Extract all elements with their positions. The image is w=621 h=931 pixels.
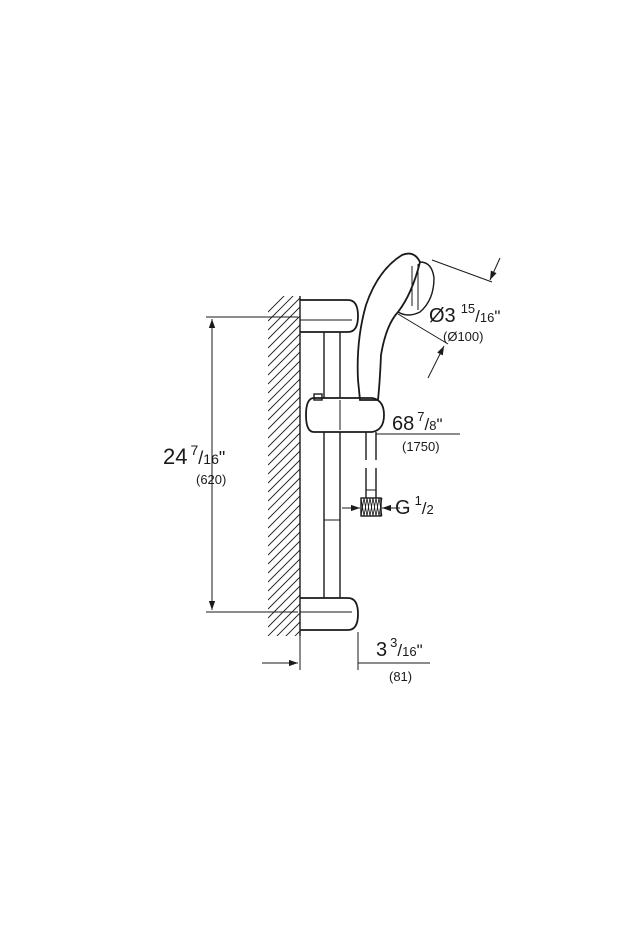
wall-hatching [268,296,300,708]
hatch-line [268,333,300,367]
wall-offset-metric: (81) [389,669,412,684]
hatch-line [268,306,300,340]
nut-knurl-line [360,497,365,517]
hatch-line [294,630,300,636]
hatch-line [268,522,300,556]
hatch-line [268,378,300,412]
hatch-line [268,495,300,529]
nut-knurl-line [378,497,383,517]
nut-knurl-line [366,497,371,517]
height-metric: (620) [196,472,226,487]
nut-knurl-line [363,497,368,517]
hatch-line [268,369,300,403]
hatch-line [268,414,300,448]
hatch-line [268,405,300,439]
hatch-line [268,342,300,376]
hatch-line [268,296,294,322]
hatch-line [268,558,300,592]
hatch-line [268,576,300,610]
hatch-line [268,513,300,547]
hatch-line [268,297,300,331]
hand-shower [356,252,421,401]
hatch-line [268,640,300,672]
head-diameter-dimension [397,257,501,379]
shower-rail [323,332,341,598]
shower-head-face [397,261,435,316]
hatch-line [268,396,300,430]
hatch-line [268,296,285,313]
bottom-wall-bracket [300,597,359,631]
hatch-line [268,450,300,484]
hose-nut [360,497,383,517]
hatch-line [268,676,300,708]
slider-knob [313,393,323,401]
nut-knurl-line [375,497,380,517]
hatch-line [268,540,300,574]
hatch-line [268,567,300,601]
head-diameter-metric: (Ø100) [443,329,483,344]
hatch-line [268,504,300,538]
slider-holder [305,397,385,433]
hose-length-metric: (1750) [402,439,440,454]
hatch-line [268,351,300,385]
hatch-line [268,649,300,681]
hatch-line [268,459,300,493]
hatch-line [268,667,300,699]
hatch-line [285,621,300,636]
top-wall-bracket [300,299,359,333]
hatch-line [268,486,300,520]
hatch-line [268,549,300,583]
wall-offset-dimension [262,632,430,670]
hatch-line [268,324,300,358]
hatch-line [268,423,300,457]
hatch-line [268,432,300,466]
hatch-line [276,612,300,636]
hatch-line [268,441,300,475]
hatch-line [268,477,300,511]
nut-knurl-line [369,497,374,517]
nut-knurl-line [372,497,377,517]
hatch-line [268,468,300,502]
hatch-line [268,360,300,394]
hatch-line [268,315,300,349]
height-dimension [206,316,298,613]
hatch-line [268,585,300,619]
hatch-line [268,531,300,565]
hatch-line [268,603,300,636]
shower-hose [365,432,377,498]
hatch-line [268,387,300,421]
hatch-line [268,594,300,628]
